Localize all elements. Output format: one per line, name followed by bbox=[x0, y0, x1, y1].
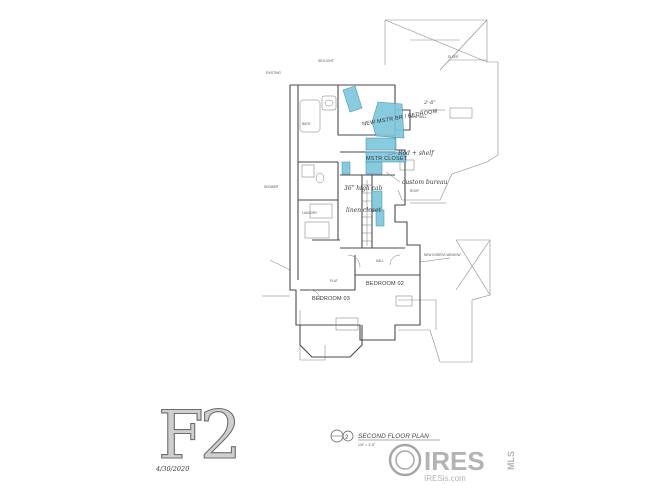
room-label-bedroom-03: BEDROOM 03 bbox=[312, 296, 350, 302]
note-dimension: 2'-6" bbox=[423, 100, 436, 106]
room-label-hall: HALL bbox=[376, 259, 384, 263]
note-existing: EXISTING bbox=[266, 71, 281, 75]
new-work-highlight bbox=[341, 85, 407, 227]
sheet-date: 4/30/2020 bbox=[155, 465, 189, 473]
note-rod-shelf: Rod + shelf bbox=[397, 150, 435, 157]
note-shower: SHOWER bbox=[264, 185, 279, 189]
note-linen: linen closet bbox=[346, 207, 382, 214]
note-skylight: SKYLIGHT bbox=[318, 59, 334, 63]
roof-outline bbox=[299, 19, 499, 363]
drawing-title: SECOND FLOOR PLAN bbox=[358, 433, 429, 440]
stair bbox=[362, 180, 372, 246]
note-bureau: custom bureau bbox=[402, 179, 448, 186]
room-label-bath: BATH bbox=[302, 122, 311, 126]
watermark-brand: IRES bbox=[424, 446, 485, 476]
drawing-scale: 1/4" = 1'-0" bbox=[358, 443, 376, 447]
note-new-wall: NEW WALL bbox=[410, 115, 427, 119]
room-label-laundry: LAUNDRY bbox=[302, 211, 318, 215]
watermark-sub: IRESis.com bbox=[424, 474, 466, 483]
note-egress: NEW EGRESS WINDOW bbox=[424, 253, 460, 257]
note-roof: ROOF bbox=[410, 189, 419, 193]
drawing-title-block: 2 SECOND FLOOR PLAN 1/4" = 1'-0" bbox=[330, 429, 440, 447]
note-plat: PLAT bbox=[330, 279, 338, 283]
watermark-mls: MLS bbox=[506, 451, 516, 470]
room-label-primary-closet: MSTR CLOSET bbox=[366, 156, 408, 162]
note-cab: 36" high cab bbox=[344, 185, 383, 192]
room-label-bedroom-02: BEDROOM 02 bbox=[366, 281, 404, 287]
sheet-id: F2 bbox=[158, 397, 238, 474]
note-slope: SLOPE bbox=[448, 55, 459, 59]
building-walls bbox=[289, 84, 421, 358]
ires-watermark: IRES IRESis.com MLS bbox=[388, 443, 516, 483]
detail-number: 2 bbox=[345, 435, 349, 441]
fixtures bbox=[262, 95, 473, 331]
